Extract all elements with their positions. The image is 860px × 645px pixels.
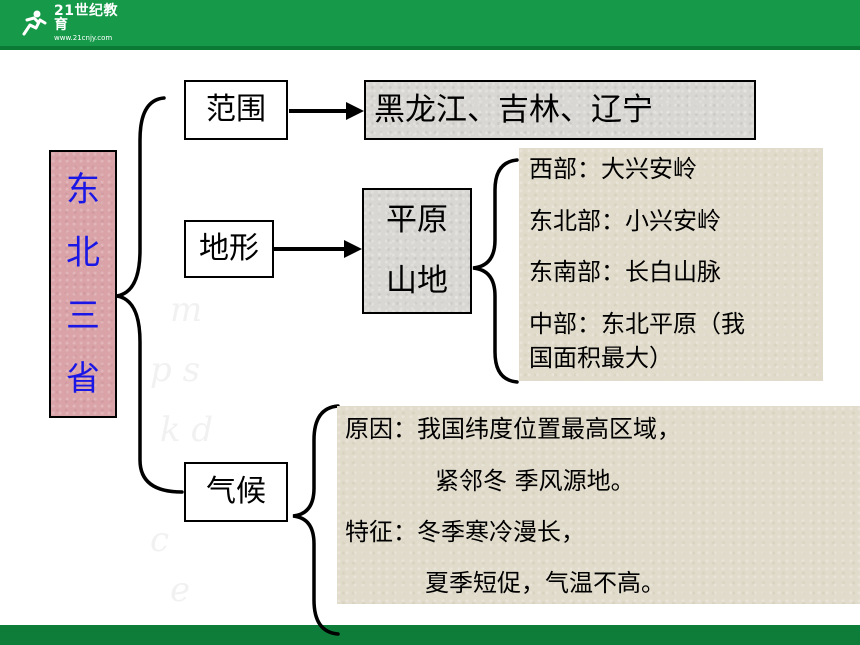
watermark-letters: k d (160, 410, 214, 450)
runner-icon (18, 8, 48, 38)
root-char: 三 (66, 295, 100, 336)
climate-detail-line: 夏季短促，气温不高。 (425, 569, 665, 597)
arrow-terrain-head (344, 240, 362, 258)
category-scope-label: 范围 (206, 92, 266, 127)
root-char: 东 (66, 169, 100, 210)
watermark-letters: p s (150, 350, 201, 390)
watermark-letters: c (150, 520, 170, 560)
logo-url: www.21cnjy.com (54, 34, 113, 42)
watermark-letters: m (170, 290, 203, 330)
watermark-letters: e (170, 570, 191, 610)
main-brace (116, 96, 184, 494)
terrain-detail-line: 东北部：小兴安岭 (529, 207, 721, 235)
root-char: 北 (66, 232, 100, 273)
terrain-types-box: 平原 山地 (362, 188, 472, 314)
scope-value: 黑龙江、吉林、辽宁 (374, 91, 653, 128)
logo-name: 21世纪教育 (54, 3, 118, 33)
header-bar: 21世纪教育 www.21cnjy.com (0, 0, 860, 46)
terrain-detail-line: 中部：东北平原（我 (529, 310, 745, 338)
root-box-northeast: 东 北 三 省 (49, 150, 117, 418)
category-climate: 气候 (184, 462, 288, 522)
terrain-type-plain: 平原 (386, 202, 448, 238)
category-climate-label: 气候 (206, 474, 266, 509)
climate-detail-line: 原因：我国纬度位置最高区域， (345, 415, 681, 443)
terrain-details-panel: 西部：大兴安岭 东北部：小兴安岭 东南部：长白山脉 中部：东北平原（我 国面积最… (519, 148, 823, 381)
climate-detail-line: 特征：冬季寒冷漫长， (345, 518, 585, 546)
category-scope: 范围 (184, 80, 288, 140)
climate-brace (292, 404, 340, 636)
logo: 21世纪教育 www.21cnjy.com (18, 3, 128, 42)
root-char: 省 (66, 358, 100, 399)
footer-bar (0, 625, 860, 645)
terrain-brace (472, 158, 519, 384)
category-terrain-label: 地形 (199, 231, 259, 266)
terrain-detail-line: 东南部：长白山脉 (529, 258, 721, 286)
arrow-scope-head (346, 102, 364, 120)
terrain-type-mountain: 山地 (386, 263, 448, 299)
climate-detail-line: 紧邻冬 季风源地。 (435, 467, 635, 495)
terrain-detail-line: 国面积最大） (529, 344, 673, 372)
terrain-detail-line: 西部：大兴安岭 (529, 155, 697, 183)
header-divider (0, 46, 860, 50)
climate-details-panel: 原因：我国纬度位置最高区域， 紧邻冬 季风源地。 特征：冬季寒冷漫长， 夏季短促… (337, 406, 860, 604)
category-terrain: 地形 (184, 220, 274, 278)
scope-value-box: 黑龙江、吉林、辽宁 (364, 80, 756, 140)
